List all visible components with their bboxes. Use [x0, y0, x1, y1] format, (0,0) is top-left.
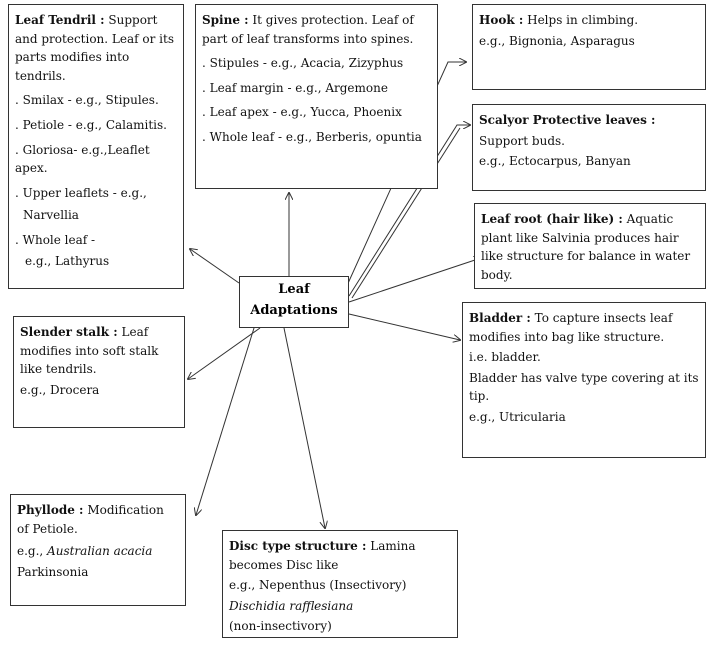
- slender-stalk-box: Slender stalk : Leaf modifies into soft …: [13, 316, 185, 428]
- phyllode-example: e.g., Australian acacia: [17, 542, 179, 561]
- tendril-item-1: . Smilax - e.g., Stipules.: [15, 93, 159, 108]
- arrow-to-tendril: [190, 249, 240, 284]
- tendril-title: Leaf Tendril :: [15, 13, 105, 27]
- spine-item-2: . Leaf margin - e.g., Argemone: [202, 80, 388, 95]
- arrow-to-disc: [283, 327, 325, 528]
- center-line1: Leaf: [278, 282, 310, 297]
- phyllode-box: Phyllode : Modification of Petiole. e.g.…: [10, 494, 186, 606]
- arrow-to-slender: [188, 327, 261, 379]
- disc-italic: Dischidia rafflesiana: [229, 598, 354, 613]
- center-line2: Adaptations: [250, 302, 338, 318]
- tendril-item-4: . Upper leaflets - e.g.,: [15, 185, 147, 200]
- leaf-adaptations-node: Leaf Adaptations: [239, 276, 349, 328]
- bladder-line2: i.e. bladder.: [469, 350, 541, 365]
- tendril-desc: Support and protection. Leaf or its part…: [15, 13, 174, 83]
- bladder-desc: To capture insects leaf modifies into ba…: [469, 311, 673, 344]
- phyllode-example2: Parkinsonia: [17, 564, 89, 579]
- spine-item-1: . Stipules - e.g., Acacia, Zizyphus: [202, 56, 404, 71]
- disc-desc: Lamina becomes Disc like: [229, 539, 416, 572]
- scale-desc: Support buds.: [479, 133, 565, 148]
- slender-title: Slender stalk :: [20, 325, 118, 339]
- spine-desc: It gives protection. Leaf of part of lea…: [202, 13, 414, 46]
- bladder-title: Bladder :: [469, 311, 531, 325]
- leaf-tendril-box: Leaf Tendril : Support and protection. L…: [8, 4, 184, 289]
- phyllode-title: Phyllode :: [17, 503, 84, 517]
- slender-desc: Leaf modifies into soft stalk like tendr…: [20, 325, 159, 377]
- disc-structure-box: Disc type structure : Lamina becomes Dis…: [222, 530, 458, 638]
- phyllode-example-prefix: e.g.,: [17, 544, 48, 559]
- bladder-example: e.g., Utricularia: [469, 409, 566, 424]
- arrow-to-root: [348, 258, 481, 303]
- hook-example: e.g., Bignonia, Asparagus: [479, 33, 635, 48]
- hook-box: Hook : Helps in climbing. e.g., Bignonia…: [472, 4, 706, 90]
- arrow-to-bladder: [348, 313, 460, 340]
- hook-title: Hook :: [479, 13, 524, 27]
- disc-example: e.g., Nepenthus (Insectivory): [229, 578, 407, 593]
- root-desc: Aquatic plant like Salvinia produces hai…: [481, 212, 691, 282]
- scale-title: Scalyor Protective leaves :: [479, 113, 656, 127]
- bladder-box: Bladder : To capture insects leaf modifi…: [462, 302, 706, 458]
- tendril-item-5: Narvellia: [23, 208, 79, 223]
- slender-example: e.g., Drocera: [20, 382, 100, 397]
- spine-title: Spine :: [202, 13, 249, 27]
- hook-desc: Helps in climbing.: [527, 13, 639, 27]
- root-title: Leaf root (hair like) :: [481, 212, 623, 226]
- scaly-leaves-box: Scalyor Protective leaves : Support buds…: [472, 104, 706, 191]
- arrow-to-phyllode: [196, 327, 255, 515]
- phyllode-example-italic: Australian acacia: [47, 544, 153, 559]
- scale-example: e.g., Ectocarpus, Banyan: [479, 154, 631, 169]
- phyllode-desc: Modification of Petiole.: [17, 503, 164, 536]
- spine-item-4: . Whole leaf - e.g., Berberis, opuntia: [202, 129, 422, 144]
- tendril-item-7: e.g., Lathyrus: [25, 253, 110, 268]
- spine-box: Spine : It gives protection. Leaf of par…: [195, 4, 438, 189]
- leaf-root-box: Leaf root (hair like) : Aquatic plant li…: [474, 203, 706, 289]
- tendril-item-3: . Gloriosa- e.g.,Leaflet apex.: [15, 142, 150, 176]
- spine-item-3: . Leaf apex - e.g., Yucca, Phoenix: [202, 105, 402, 120]
- tendril-item-2: . Petiole - e.g., Calamitis.: [15, 117, 167, 132]
- bladder-line3: Bladder has valve type covering at its t…: [469, 370, 699, 404]
- disc-note: (non-insectivory): [229, 619, 332, 634]
- disc-title: Disc type structure :: [229, 539, 367, 553]
- tendril-item-6: . Whole leaf -: [15, 232, 96, 247]
